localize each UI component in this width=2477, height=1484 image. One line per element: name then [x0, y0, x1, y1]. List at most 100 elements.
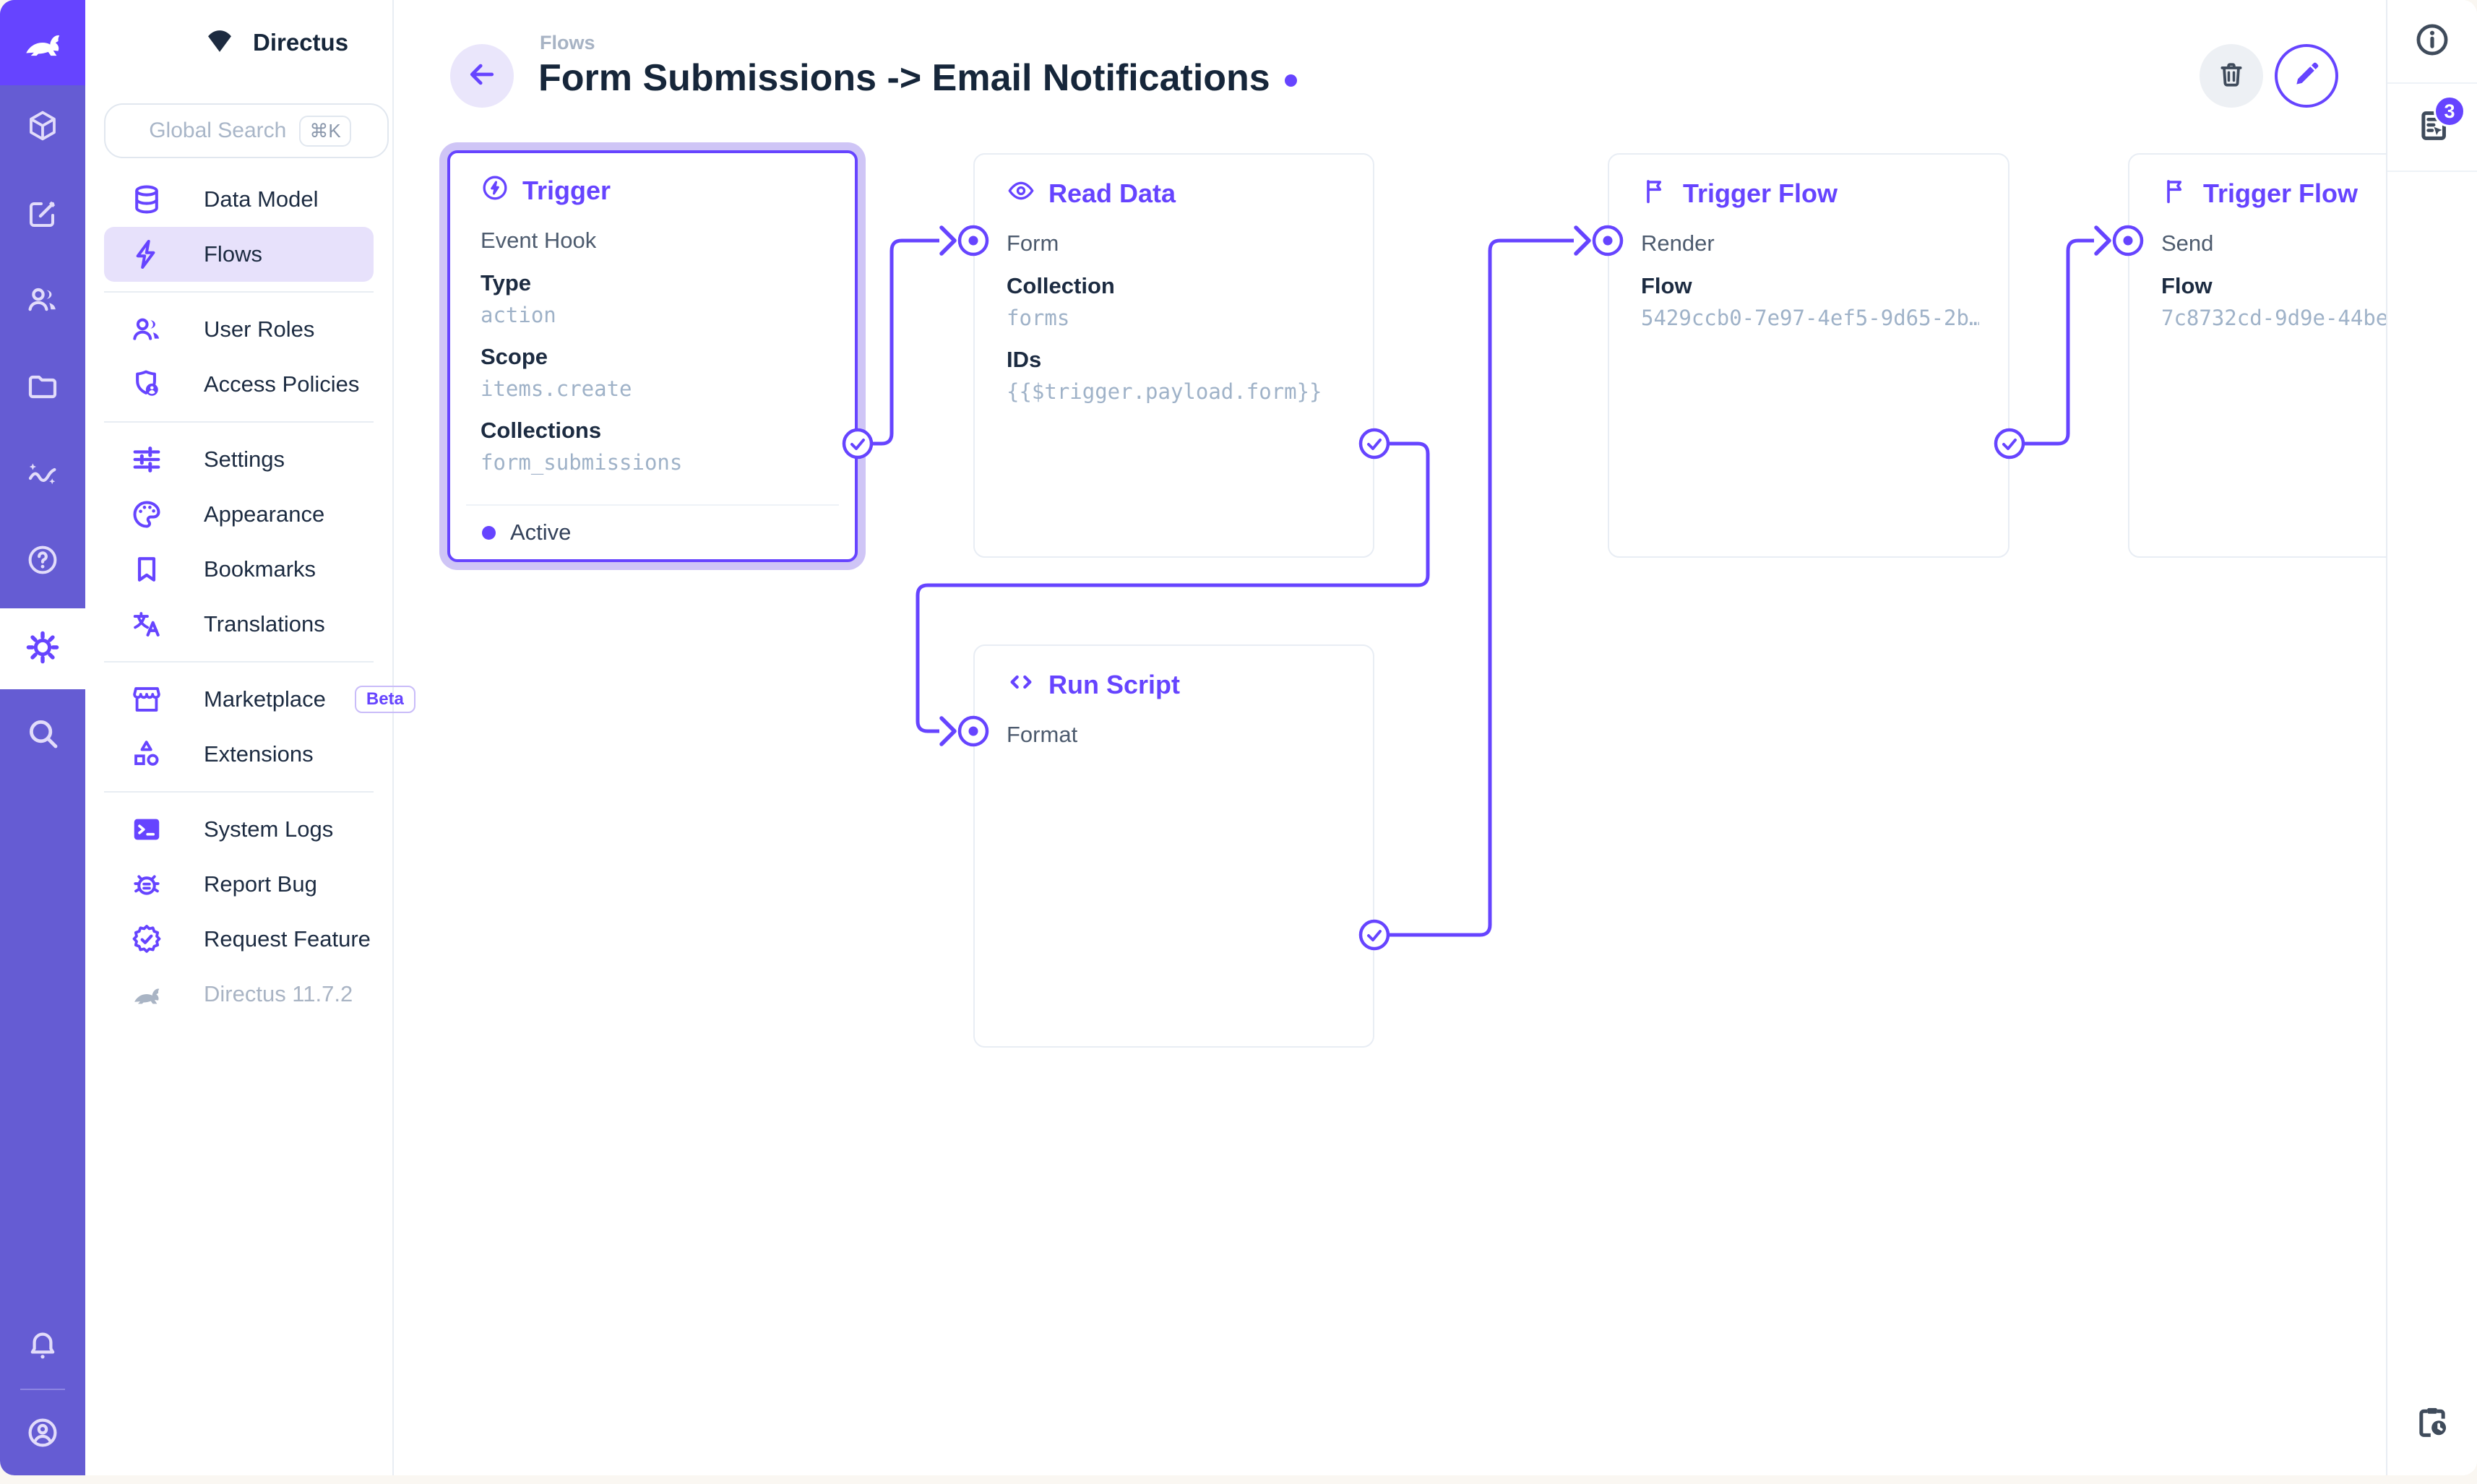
cube-icon — [25, 108, 60, 147]
arrowhead — [939, 225, 957, 256]
sidebar-item-data-model[interactable]: Data Model — [104, 172, 374, 227]
sidebar-divider — [104, 661, 374, 663]
flow-node-read-data[interactable]: Read Data Form Collection forms IDs {{$t… — [973, 153, 1374, 558]
node-subtitle: Event Hook — [481, 228, 597, 253]
project-diamond-icon — [204, 25, 236, 61]
sidebar-item-system-logs[interactable]: System Logs — [104, 802, 374, 857]
terminal-icon — [130, 813, 163, 846]
rabbit-icon — [130, 978, 163, 1011]
sidebar-item-bookmarks[interactable]: Bookmarks — [104, 542, 374, 597]
code-icon — [1007, 668, 1035, 703]
bolt-circle-icon — [481, 173, 509, 209]
info-icon — [2413, 21, 2451, 62]
settings-sidebar: Directus ⌘K Data Model Flows User Roles … — [85, 0, 415, 1475]
shield-user-icon — [130, 368, 163, 401]
arrowhead — [939, 716, 957, 746]
sidebar-item-request-feature[interactable]: Request Feature — [104, 912, 374, 967]
node-field: Flow 7c8732cd-9d9e-44be — [2161, 273, 2389, 330]
connection-run-script-to-trigger-flow-render — [1374, 238, 1574, 937]
status-dot — [482, 525, 496, 540]
eye-icon — [1007, 176, 1035, 212]
translate-icon — [130, 608, 163, 641]
sidebar-item-settings[interactable]: Settings — [104, 432, 374, 487]
user-avatar-icon — [25, 1415, 60, 1454]
node-input-label: Form — [1007, 230, 1059, 256]
node-title: Trigger Flow — [1641, 176, 1979, 211]
sidebar-item-report-bug[interactable]: Report Bug — [104, 857, 374, 912]
sidebar-item-translations[interactable]: Translations — [104, 597, 374, 652]
activity-sparkle-icon — [25, 456, 60, 494]
connection-trigger-flow-render-to-send — [2009, 238, 2094, 446]
badge-check-icon — [130, 923, 163, 956]
module-content[interactable] — [0, 92, 85, 162]
flow-runs-button[interactable] — [2387, 1389, 2477, 1458]
breadcrumb[interactable]: Flows — [540, 32, 595, 53]
search-input[interactable] — [142, 118, 287, 143]
edit-flow-button[interactable] — [2275, 44, 2338, 108]
sidebar-item-flows[interactable]: Flows — [104, 227, 374, 282]
notifications-button[interactable] — [0, 1313, 85, 1382]
arrowhead — [2094, 225, 2111, 256]
flag-icon — [1641, 176, 1670, 212]
page-title: Form Submissions -> Email Notifications — [538, 56, 1297, 100]
back-button[interactable] — [450, 44, 514, 108]
pencil-icon — [2291, 59, 2322, 93]
sidebar-divider — [104, 421, 374, 423]
sidebar-item-marketplace[interactable]: Marketplace Beta — [104, 672, 415, 727]
compose-icon — [25, 197, 60, 235]
folder-icon — [25, 369, 60, 407]
module-editor[interactable] — [0, 181, 85, 250]
node-input-label: Send — [2161, 230, 2214, 256]
module-search[interactable] — [0, 700, 85, 769]
sidebar-divider — [104, 791, 374, 793]
notification-count-badge: 3 — [2434, 95, 2465, 127]
user-menu-button[interactable] — [0, 1399, 85, 1469]
bug-icon — [130, 868, 163, 901]
module-users[interactable] — [0, 267, 85, 336]
logs-button[interactable]: 3 — [2412, 95, 2465, 147]
clipboard-clock-icon — [2413, 1403, 2451, 1444]
delete-flow-button[interactable] — [2200, 44, 2263, 108]
bookmark-icon — [130, 553, 163, 586]
sidebar-item-appearance[interactable]: Appearance — [104, 487, 374, 542]
sidebar-section-logs: 3 — [2387, 84, 2477, 172]
sidebar-item-access-policies[interactable]: Access Policies — [104, 357, 374, 412]
module-help[interactable] — [0, 527, 85, 596]
node-field: Type action — [481, 270, 556, 327]
bell-icon — [25, 1329, 60, 1367]
global-search[interactable]: ⌘K — [104, 103, 389, 158]
arrow-left-icon — [466, 59, 498, 94]
project-name: Directus — [253, 29, 349, 56]
users-icon — [130, 313, 163, 346]
flow-node-trigger[interactable]: Trigger Event Hook Type action Scope ite… — [447, 150, 858, 562]
node-field: Collections form_submissions — [481, 418, 683, 475]
node-field: IDs {{$trigger.payload.form}} — [1007, 347, 1322, 404]
sidebar-item-user-roles[interactable]: User Roles — [104, 302, 374, 357]
node-field: Collection forms — [1007, 273, 1115, 330]
sidebar-item-extensions[interactable]: Extensions — [104, 727, 374, 782]
beta-badge: Beta — [354, 686, 415, 713]
trigger-status: Active — [466, 504, 839, 559]
bolt-icon — [130, 238, 163, 271]
node-title: Trigger — [481, 173, 826, 208]
module-insights[interactable] — [0, 440, 85, 509]
module-settings-active[interactable] — [0, 608, 85, 689]
connection-trigger-to-read-data — [858, 238, 939, 446]
info-button[interactable] — [2412, 21, 2452, 61]
search-shortcut: ⌘K — [299, 115, 351, 147]
unsaved-indicator-dot — [1284, 74, 1297, 87]
project-header[interactable]: Directus — [85, 0, 392, 85]
version-label: Directus 11.7.2 — [104, 967, 374, 1022]
node-title: Trigger Flow — [2161, 176, 2477, 211]
module-files[interactable] — [0, 353, 85, 423]
node-input-label: Format — [1007, 722, 1078, 747]
directus-logo[interactable] — [0, 0, 85, 85]
node-title: Read Data — [1007, 176, 1344, 211]
flow-node-trigger-flow-render[interactable]: Trigger Flow Render Flow 5429ccb0-7e97-4… — [1608, 153, 2009, 558]
flow-node-run-script[interactable]: Run Script Format — [973, 644, 1374, 1048]
trash-icon — [2216, 59, 2246, 93]
sliders-icon — [130, 443, 163, 476]
shapes-icon — [130, 738, 163, 771]
